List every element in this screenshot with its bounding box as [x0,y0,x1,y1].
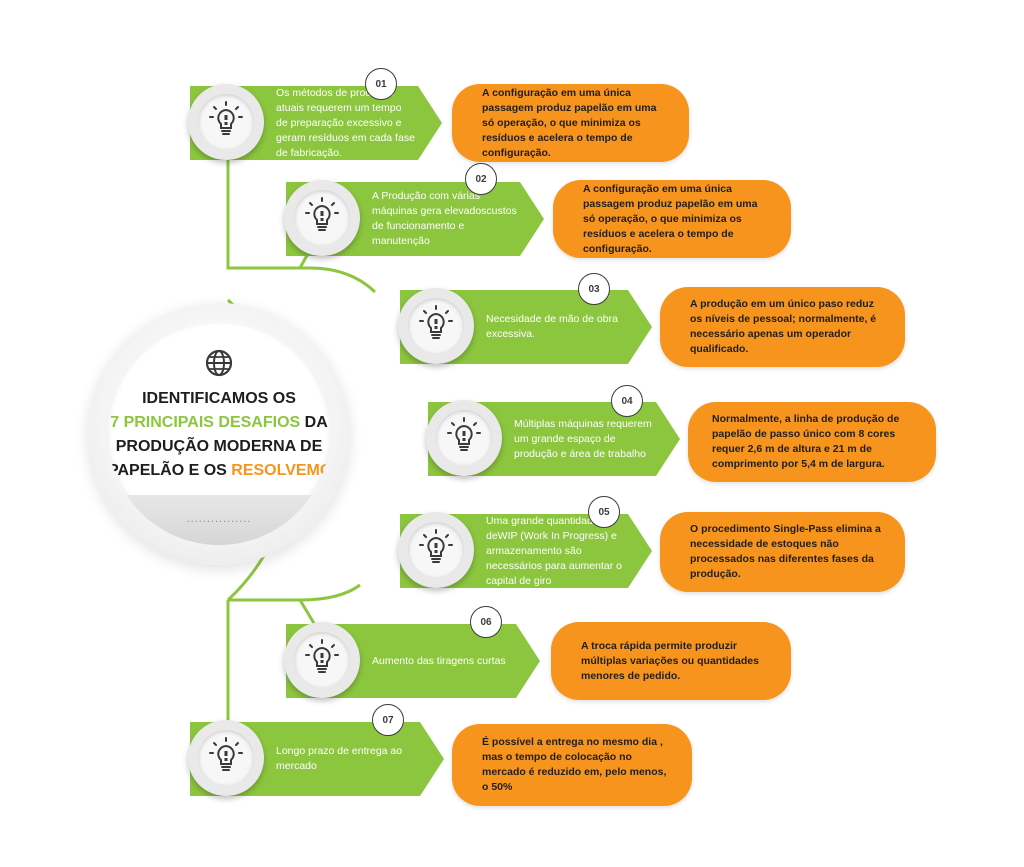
center-circle-base [108,495,330,545]
center-title-line-1: IDENTIFICAMOS OS [142,390,296,407]
step-number-02: 02 [465,163,497,195]
lightbulb-icon [188,720,264,796]
challenge-text-03: Necesidade de mão de obra excessiva. [486,313,618,340]
lightbulb-icon [398,288,474,364]
challenge-arrow-06: Aumento das tiragens curtas [284,622,540,698]
globe-icon [205,349,233,377]
center-title-line-2-rest: DA [300,414,328,431]
solution-pill-04: Normalmente, a linha de produção de pape… [688,402,936,482]
center-title-line-3: PRODUÇÃO MODERNA DE [115,438,323,455]
challenge-arrow-01: Os métodos de produção atuais requerem u… [188,84,442,160]
challenge-text-01: Os métodos de produção atuais requerem u… [276,86,415,159]
challenge-text-06: Aumento das tiragens curtas [372,654,506,667]
solution-pill-01: A configuração em uma única passagem pro… [452,84,689,162]
step-number-05: 05 [588,496,620,528]
challenge-arrow-05: Uma grande quantidade deWIP (Work In Pro… [398,512,652,588]
step-number-01: 01 [365,68,397,100]
challenge-text-05: Uma grande quantidade deWIP (Work In Pro… [486,514,622,587]
step-number-06: 06 [470,606,502,638]
challenge-arrow-04: Múltiplas máquinas requerem um grande es… [426,400,680,476]
lightbulb-icon [188,84,264,160]
center-circle: IDENTIFICAMOS OS 7 PRINCIPAIS DESAFIOS D… [108,323,330,545]
center-title-highlight-orange: RESOLVEMOS [231,462,330,479]
solution-pill-03: A produção em um único paso reduz os nív… [660,287,905,367]
step-number-07: 07 [372,704,404,736]
step-number-04: 04 [611,385,643,417]
center-title-line-4: PAPELÃO E OS [108,462,232,479]
lightbulb-icon [284,180,360,256]
center-dots: ................ [186,513,252,525]
challenge-arrow-03: Necesidade de mão de obra excessiva. [398,288,652,364]
challenge-text-07: Longo prazo de entrega ao mercado [276,745,403,772]
challenge-arrow-02: A Produção com várias máquinas gera elev… [284,180,544,256]
solution-pill-05: O procedimento Single-Pass elimina a nec… [660,512,905,592]
lightbulb-icon [398,512,474,588]
solution-pill-07: É possível a entrega no mesmo dia , mas … [452,724,692,806]
lightbulb-icon [284,622,360,698]
solution-pill-02: A configuração em uma única passagem pro… [553,180,791,258]
solution-pill-06: A troca rápida permite produzir múltipla… [551,622,791,700]
center-title: IDENTIFICAMOS OS 7 PRINCIPAIS DESAFIOS D… [108,387,330,483]
challenge-text-02: A Produção com várias máquinas gera elev… [372,190,517,247]
center-title-highlight-green: 7 PRINCIPAIS DESAFIOS [110,414,301,431]
challenge-text-04: Múltiplas máquinas requerem um grande es… [514,417,652,460]
lightbulb-icon [426,400,502,476]
challenge-arrow-07: Longo prazo de entrega ao mercado [188,720,444,796]
step-number-03: 03 [578,273,610,305]
